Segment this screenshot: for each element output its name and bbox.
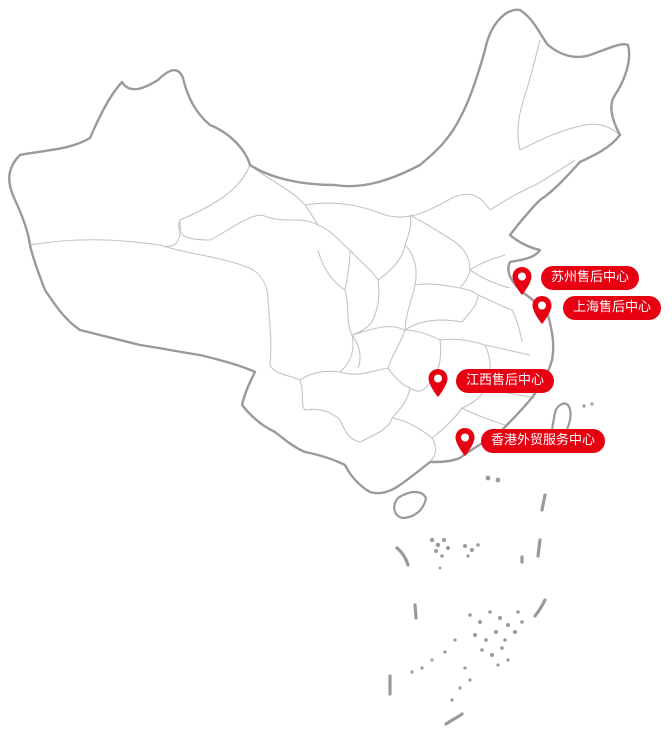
nine-dash-line <box>388 493 547 726</box>
boundary-heilongjiang-mongolia <box>517 39 541 151</box>
boundary-xinjiang-tibet <box>29 221 181 247</box>
boundary-sichuan-east <box>299 249 354 381</box>
boundary-sichuan-tibet <box>267 299 301 381</box>
boundary-tibet-qinghai <box>159 244 269 301</box>
boundary-shanxi <box>377 214 417 331</box>
china-mainland-outline <box>8 8 631 495</box>
south-sea-islands <box>410 402 594 702</box>
boundary-jilin-heilongjiang <box>519 123 621 151</box>
boundary-xinjiang-east <box>178 164 251 241</box>
hongkong-pin-icon[interactable] <box>454 427 476 457</box>
shanghai-center-label[interactable]: 上海售后中心 <box>563 296 662 320</box>
boundary-hebei <box>409 214 471 289</box>
boundary-jiangxi <box>439 338 491 409</box>
hongkong-center-label[interactable]: 香港外贸服务中心 <box>481 429 606 453</box>
province-boundaries <box>29 39 621 463</box>
boundary-guizhou <box>339 367 411 419</box>
boundary-yunnan <box>299 379 361 443</box>
boundary-guangdong <box>431 407 506 439</box>
boundary-henan <box>414 283 479 296</box>
boundary-chongqing <box>317 249 361 369</box>
boundary-hubei <box>351 294 479 336</box>
boundary-qinghai-gansu <box>209 214 351 251</box>
boundary-inner-mongolia <box>304 193 491 218</box>
jiangxi-center-label[interactable]: 江西售后中心 <box>456 369 555 393</box>
boundary-gansu <box>249 164 319 226</box>
suzhou-center-label[interactable]: 苏州售后中心 <box>541 266 640 290</box>
hainan-island <box>393 490 428 520</box>
boundary-shaanxi <box>349 249 380 336</box>
boundary-shandong <box>469 254 511 289</box>
boundary-anhui-jiangsu <box>477 294 523 343</box>
shanghai-pin-icon[interactable] <box>531 295 553 325</box>
suzhou-pin-icon[interactable] <box>511 266 533 296</box>
boundary-guangxi <box>359 417 437 463</box>
jiangxi-pin-icon[interactable] <box>427 368 449 398</box>
boundary-liaoning-jilin <box>489 159 576 211</box>
